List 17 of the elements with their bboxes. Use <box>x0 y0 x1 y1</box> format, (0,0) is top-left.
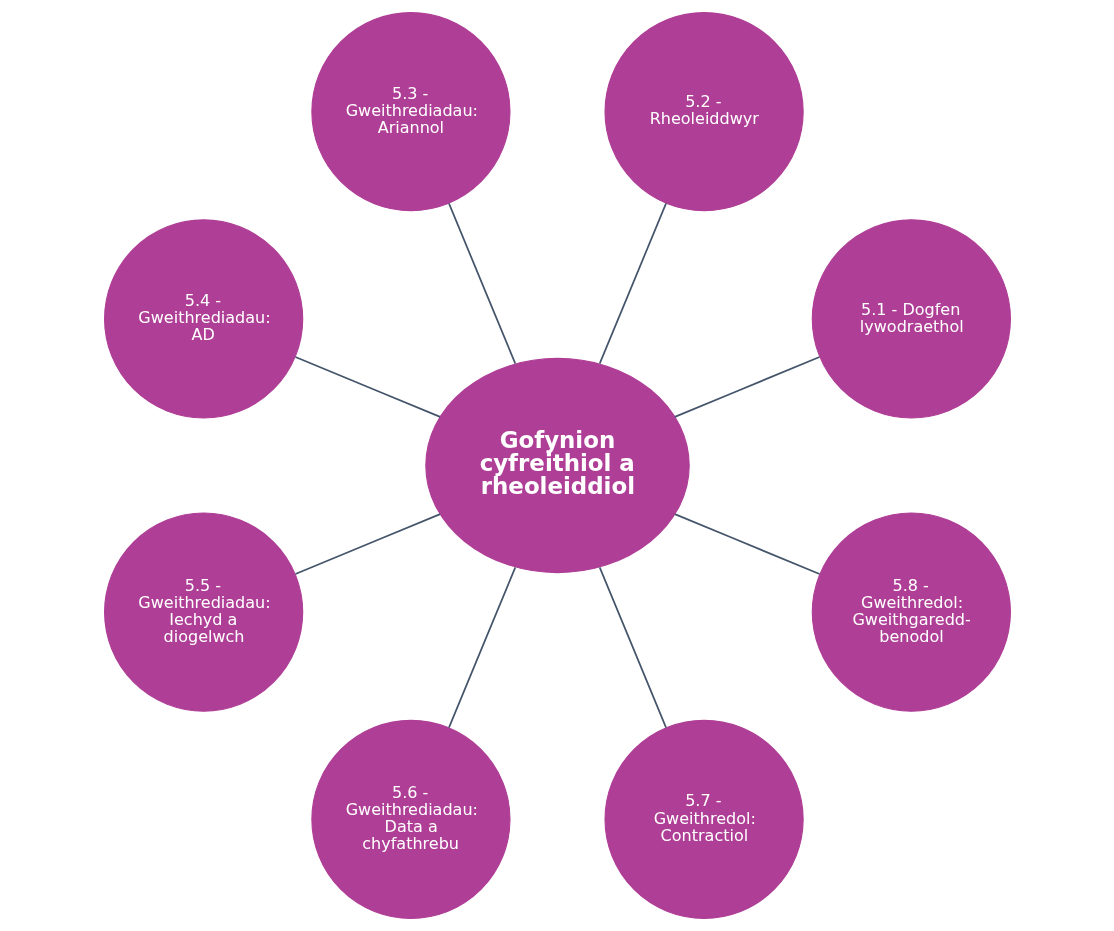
connector <box>598 202 667 365</box>
node-circle: 5.2 - Rheoleiddwyr <box>603 12 804 212</box>
node-circle: 5.3 - Gweithrediadau: Ariannol <box>310 12 511 212</box>
connector <box>673 356 820 418</box>
node-circle: 5.5 - Gweithrediadau: Iechyd a diogelwch <box>103 512 303 712</box>
node-circle: 5.6 - Gweithrediadau: Data a chyfathrebu <box>310 719 511 919</box>
node-circle: 5.4 - Gweithrediadau: AD <box>103 219 303 419</box>
connector <box>598 566 667 729</box>
connector <box>294 513 441 575</box>
connector <box>447 566 516 729</box>
connector <box>447 202 516 365</box>
node-circle: 5.1 - Dogfen lywodraethol <box>811 219 1011 419</box>
node-ellipse: Gofynion cyfreithiol a rheoleiddiol <box>424 357 690 574</box>
connector <box>294 356 441 418</box>
connector <box>673 513 820 575</box>
node-circle: 5.7 - Gweithredol: Contractiol <box>603 719 804 919</box>
node-circle: 5.8 - Gweithredol: Gweithgaredd-benodol <box>811 512 1011 712</box>
